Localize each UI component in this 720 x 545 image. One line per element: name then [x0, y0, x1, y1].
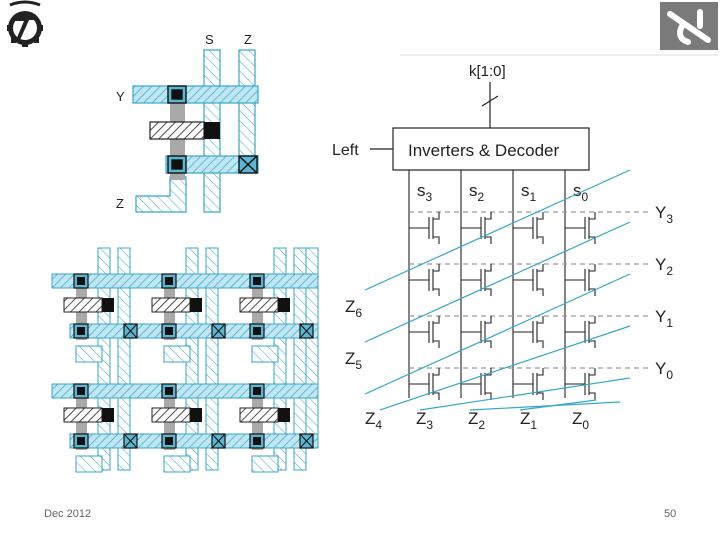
- array-cell: [151, 273, 226, 363]
- page-number: 50: [664, 508, 677, 520]
- word-line-label: Y2: [655, 255, 673, 278]
- cell-array-layout: [51, 247, 319, 473]
- output-label: Z5: [345, 349, 362, 372]
- pass-transistor: [409, 316, 440, 348]
- output-label: Z0: [572, 409, 589, 432]
- pass-transistor: [409, 212, 440, 244]
- word-line-label: Y1: [655, 307, 673, 330]
- cell-label-z-top: Z: [244, 32, 252, 47]
- array-word-line: [51, 273, 319, 289]
- output-line: [364, 221, 631, 343]
- output-label: Z4: [365, 409, 382, 432]
- pass-transistor: [513, 264, 544, 296]
- cell-label-s: S: [205, 32, 214, 47]
- array-cell: [63, 273, 138, 363]
- output-line: [364, 169, 631, 291]
- pass-transistor: [565, 212, 596, 244]
- array-word-line: [51, 383, 319, 399]
- select-label: s3: [417, 181, 433, 204]
- decoder-block-label: Inverters & Decoder: [408, 141, 560, 160]
- footer-date: Dec 2012: [44, 508, 92, 520]
- output-line: [364, 273, 631, 395]
- pass-transistor: [409, 264, 440, 296]
- pass-transistor: [461, 264, 492, 296]
- output-line: [519, 399, 597, 411]
- array-cell: [63, 383, 138, 473]
- cell-label-y: Y: [116, 89, 125, 104]
- pass-transistor: [513, 368, 544, 400]
- cell-label-z-side: Z: [116, 196, 124, 211]
- output-label: Z2: [468, 409, 485, 432]
- word-line-label: Y3: [655, 203, 673, 226]
- hebrew-letter-logo-icon: [400, 2, 718, 56]
- output-line: [469, 401, 621, 411]
- pass-transistor: [409, 368, 440, 400]
- output-label: Z6: [345, 297, 362, 320]
- pass-transistor: [513, 212, 544, 244]
- output-line: [419, 377, 631, 411]
- decoder-block: [392, 127, 590, 171]
- word-line-label: Y0: [655, 359, 673, 382]
- cell-layout: S Z Y Z: [116, 32, 259, 213]
- output-label: Z1: [520, 409, 537, 432]
- select-label: s1: [521, 181, 537, 204]
- output-line: [379, 325, 631, 411]
- array-metal-row: [69, 433, 319, 449]
- technion-emblem-icon: [7, 0, 43, 47]
- left-label: Left: [332, 142, 359, 159]
- bus-label: k[1:0]: [469, 63, 506, 80]
- select-label: s2: [469, 181, 485, 204]
- output-label: Z3: [416, 409, 433, 432]
- pass-transistor: [565, 264, 596, 296]
- pass-transistor: [513, 316, 544, 348]
- array-cell: [239, 383, 314, 473]
- array-metal-column: [205, 247, 219, 471]
- array-metal-row: [69, 323, 319, 339]
- pass-transistor: [461, 316, 492, 348]
- pass-transistor: [461, 368, 492, 400]
- array-cell: [151, 383, 226, 473]
- array-cell: [239, 273, 314, 363]
- array-metal-column: [117, 247, 131, 471]
